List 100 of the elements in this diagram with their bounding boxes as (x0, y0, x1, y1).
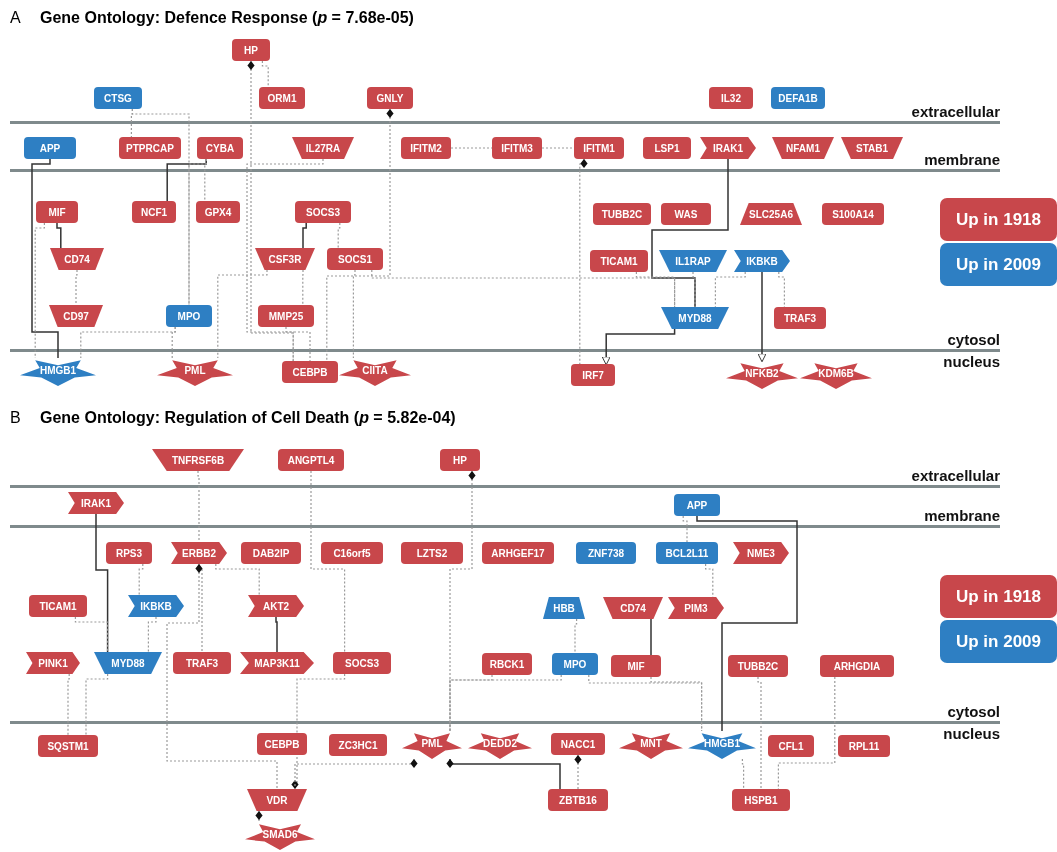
gene-node: PIM3 (668, 597, 724, 619)
connector (705, 563, 714, 598)
connector (246, 158, 324, 362)
connector (741, 758, 745, 790)
compartment-label: nucleus (943, 725, 1000, 742)
gene-node: SOCS3 (333, 652, 391, 674)
connector (651, 158, 729, 308)
connector (302, 269, 304, 306)
gene-node: MYD88 (661, 307, 729, 329)
legend-key: Up in 1918 (940, 198, 1057, 241)
gene-node: IL32 (709, 87, 753, 109)
panel-letter: B (10, 409, 21, 427)
connector (291, 754, 299, 790)
gene-node: MAP3K11 (240, 652, 314, 674)
gene-node: NACC1 (551, 733, 605, 755)
connector (757, 271, 767, 363)
connector (85, 673, 109, 736)
panel-letter: A (10, 9, 21, 27)
gene-node: IKBKB (734, 250, 790, 272)
connector (247, 60, 294, 362)
compartment-band (10, 36, 1000, 124)
gene-node: DEDD2 (468, 731, 532, 759)
compartment-label: cytosol (947, 331, 1000, 348)
connector (337, 222, 341, 249)
connector (541, 147, 575, 149)
gene-node: CEBPB (282, 361, 338, 383)
connector (449, 674, 562, 732)
connector (635, 271, 676, 308)
gene-node: TUBB2C (728, 655, 788, 677)
gene-node: CEBPB (257, 733, 307, 755)
gene-node: RPL11 (838, 735, 890, 757)
compartment-label: extracellular (911, 103, 1000, 120)
gene-node: CIITA (339, 358, 411, 386)
gene-node: HP (232, 39, 270, 61)
gene-node: MYD88 (94, 652, 162, 674)
gene-node: MIF (611, 655, 661, 677)
connector (296, 673, 346, 734)
compartment-label: nucleus (943, 353, 1000, 370)
connector (166, 563, 278, 790)
gene-node: S100A14 (822, 203, 884, 225)
connector (682, 515, 688, 543)
gene-node: ZC3HC1 (329, 734, 387, 756)
gene-node: IFITM2 (401, 137, 451, 159)
gene-node: TUBB2C (593, 203, 651, 225)
gene-node: ARHGEF17 (482, 542, 554, 564)
gene-node: CSF3R (255, 248, 315, 270)
gene-node: BCL2L11 (656, 542, 718, 564)
connector (777, 676, 836, 790)
panel-title: Gene Ontology: Defence Response (p = 7.68e-05) (40, 9, 414, 27)
connector (217, 269, 268, 359)
gene-node: IL27RA (292, 137, 354, 159)
gene-node: SQSTM1 (38, 735, 98, 757)
gene-node: SMAD6 (245, 822, 315, 850)
gene-node: HBB (543, 597, 585, 619)
gene-node: GNLY (367, 87, 413, 109)
connector (310, 470, 346, 653)
gene-node: TICAM1 (590, 250, 648, 272)
gene-node: IFITM1 (574, 137, 624, 159)
connector (255, 810, 263, 823)
compartment-label: extracellular (911, 467, 1000, 484)
gene-node: RBCK1 (482, 653, 532, 675)
gene-node: MMP25 (258, 305, 314, 327)
connector (574, 618, 578, 654)
connector (574, 754, 582, 790)
connector (294, 758, 418, 790)
gene-node: NFKB2 (726, 361, 798, 389)
connector (131, 108, 190, 306)
gene-node: ERBB2 (171, 542, 227, 564)
connector (147, 616, 157, 653)
gene-node: APP (674, 494, 720, 516)
gene-node: ARHGDIA (820, 655, 894, 677)
connector (67, 673, 70, 736)
connector (95, 513, 109, 653)
connector (285, 326, 294, 362)
connector (449, 674, 493, 732)
connector (171, 326, 176, 359)
connector (31, 158, 59, 359)
gene-node: PML (402, 731, 462, 759)
connector (778, 271, 785, 308)
gene-node: LZTS2 (401, 542, 463, 564)
connector (696, 515, 798, 732)
gene-node: SOCS1 (327, 248, 383, 270)
connector (302, 222, 307, 249)
connector (579, 158, 588, 365)
gene-node: MPO (552, 653, 598, 675)
connector (261, 60, 269, 88)
connector (56, 222, 62, 249)
gene-node: IRAK1 (68, 492, 124, 514)
gene-node: MIF (36, 201, 78, 223)
gene-node: PINK1 (26, 652, 80, 674)
gene-node: IKBKB (128, 595, 184, 617)
gene-node: CD97 (49, 305, 103, 327)
gene-node: MNT (619, 731, 683, 759)
gene-node: TNFRSF6B (152, 449, 244, 471)
gene-node: MPO (166, 305, 212, 327)
gene-node: ZBTB16 (548, 789, 608, 811)
gene-node: CYBA (197, 137, 243, 159)
gene-node: NFAM1 (772, 137, 834, 159)
connector (650, 618, 652, 656)
gene-node: APP (24, 137, 76, 159)
